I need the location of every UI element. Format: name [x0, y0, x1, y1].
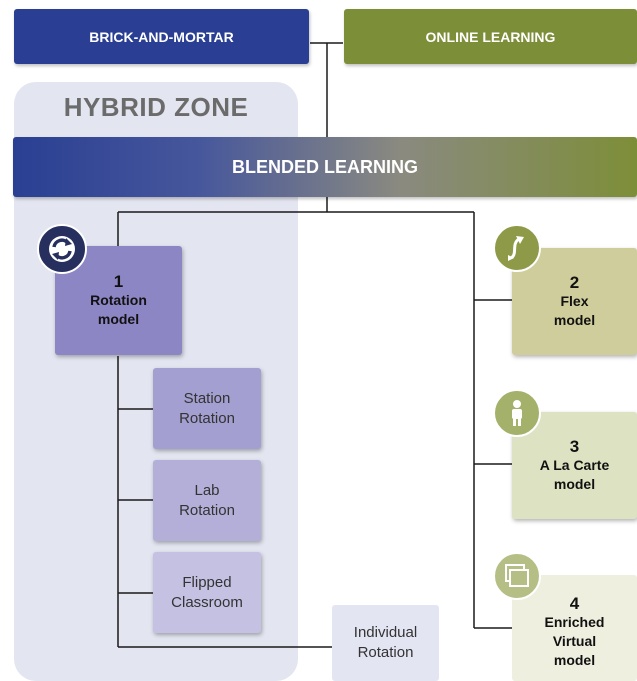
brick-and-mortar-header: BRICK-AND-MORTAR	[14, 9, 309, 64]
station-rotation-box: Station Rotation	[153, 368, 261, 449]
lab-rotation-label: Lab Rotation	[179, 481, 235, 519]
flex-arrow-icon	[493, 224, 541, 272]
individual-rotation-label: Individual Rotation	[353, 624, 418, 661]
blended-learning-bar: BLENDED LEARNING	[13, 137, 637, 197]
station-rotation-label: Station Rotation	[179, 389, 235, 427]
windows-icon	[493, 552, 541, 600]
lab-rotation-box: Lab Rotation	[153, 460, 261, 541]
flex-model-label: Flex model	[553, 293, 596, 328]
rotation-model-number: 1	[113, 272, 124, 291]
enriched-virtual-model-label: Enriched Virtual model	[544, 614, 605, 668]
flex-model-number: 2	[569, 273, 580, 292]
hybrid-zone-title: HYBRID ZONE	[63, 92, 249, 122]
flipped-classroom-label: Flipped Classroom	[171, 573, 243, 611]
online-learning-header: ONLINE LEARNING	[344, 9, 637, 64]
rotation-arrows-icon	[37, 224, 87, 274]
individual-rotation-box: Individual Rotation	[332, 605, 439, 681]
enriched-virtual-model-number: 4	[569, 594, 580, 613]
a-la-carte-model-label: A La Carte model	[539, 457, 610, 492]
person-icon	[493, 389, 541, 437]
flipped-classroom-box: Flipped Classroom	[153, 552, 261, 633]
rotation-model-label: Rotation model	[90, 292, 147, 327]
a-la-carte-model-number: 3	[569, 437, 580, 456]
